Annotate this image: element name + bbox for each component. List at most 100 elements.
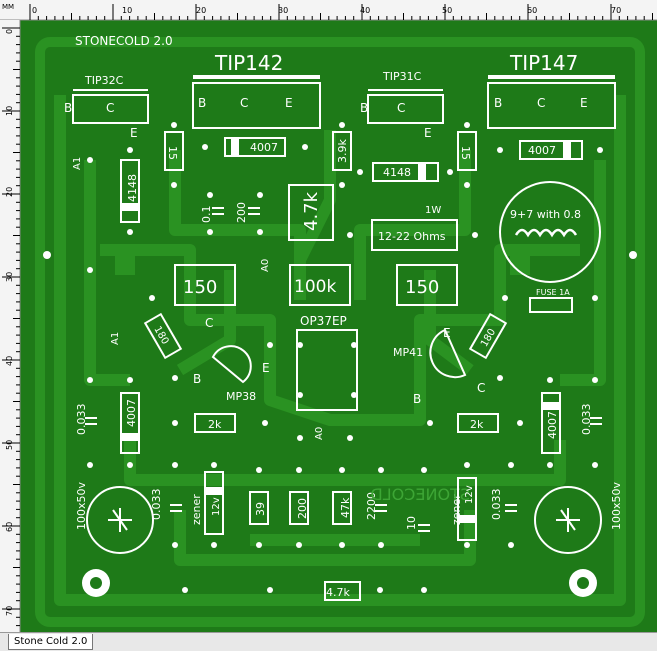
svg-text:70: 70 bbox=[611, 6, 621, 15]
svg-text:30: 30 bbox=[5, 272, 14, 282]
fuse-holder bbox=[529, 297, 573, 313]
svg-text:60: 60 bbox=[5, 522, 14, 532]
label-c0033-left: 0.033 bbox=[75, 404, 88, 436]
svg-text:12v: 12v bbox=[464, 485, 475, 504]
svg-text:200: 200 bbox=[296, 498, 309, 519]
tip147-outline bbox=[487, 82, 616, 129]
sheet-tab[interactable]: Stone Cold 2.0 bbox=[8, 634, 94, 650]
label-zener-left: zener bbox=[190, 494, 203, 525]
svg-text:50: 50 bbox=[5, 440, 14, 450]
svg-text:C: C bbox=[205, 316, 213, 330]
label-c0033-lower-right: 0.033 bbox=[490, 489, 503, 521]
label-a0-low: A0 bbox=[314, 427, 325, 440]
label-1w: 1W bbox=[425, 205, 441, 216]
svg-text:B: B bbox=[64, 101, 72, 115]
label-mp38: MP38 bbox=[226, 390, 256, 403]
sheet-tab-bar: Stone Cold 2.0 bbox=[0, 632, 657, 651]
svg-text:4.7k: 4.7k bbox=[301, 191, 322, 231]
svg-text:E: E bbox=[580, 96, 588, 110]
resistor-3-9k bbox=[332, 131, 352, 171]
resistor-12-22 bbox=[371, 219, 458, 251]
resistor-39 bbox=[249, 491, 269, 525]
svg-text:30: 30 bbox=[278, 6, 288, 15]
svg-text:0: 0 bbox=[32, 6, 37, 15]
resistor-values: 15 3.9k 15 4.7k 12-22 Ohms 2k 2k 39 200 … bbox=[166, 139, 570, 599]
svg-text:20: 20 bbox=[196, 6, 206, 15]
label-c2200: 2200 bbox=[365, 492, 378, 520]
svg-text:FUSE 1A: FUSE 1A bbox=[536, 288, 570, 297]
resistor-200 bbox=[289, 491, 309, 525]
svg-text:15: 15 bbox=[459, 146, 472, 160]
label-c200: 200 bbox=[235, 202, 248, 223]
transistor-pins: B C E B C E B C E B C E C B E E B C bbox=[64, 96, 588, 406]
svg-text:3.9k: 3.9k bbox=[336, 139, 349, 163]
label-c100x50-right: 100x50v bbox=[610, 481, 623, 530]
svg-text:100k: 100k bbox=[294, 277, 336, 297]
svg-text:20: 20 bbox=[5, 187, 14, 197]
tip31c-outline bbox=[367, 94, 444, 124]
label-c100x50-left: 100x50v bbox=[75, 481, 88, 530]
resistor-4-7k-bottom bbox=[324, 581, 361, 601]
label-tip32c: TIP32C bbox=[84, 74, 124, 87]
label-mirror: STONECOLD bbox=[370, 485, 470, 504]
label-a1-mid: A1 bbox=[110, 332, 121, 345]
coil-winding bbox=[514, 228, 578, 238]
svg-text:150: 150 bbox=[405, 277, 439, 298]
svg-text:60: 60 bbox=[527, 6, 537, 15]
resistor-2k-left bbox=[194, 413, 236, 433]
label-c10: 10 bbox=[405, 516, 418, 530]
label-op37: OP37EP bbox=[300, 314, 347, 328]
svg-text:47k: 47k bbox=[339, 497, 352, 518]
svg-text:40: 40 bbox=[5, 356, 14, 366]
svg-text:E: E bbox=[424, 126, 432, 140]
coil-outline bbox=[499, 181, 601, 283]
svg-text:10: 10 bbox=[122, 6, 132, 15]
svg-text:4007: 4007 bbox=[250, 141, 278, 154]
resistor-15-left bbox=[164, 131, 184, 171]
svg-text:50: 50 bbox=[442, 6, 452, 15]
svg-text:C: C bbox=[106, 101, 114, 115]
resistor-2k-right bbox=[457, 413, 499, 433]
copper-fill bbox=[115, 255, 530, 275]
svg-text:39: 39 bbox=[254, 502, 267, 516]
diodes: 4007 4148 4007 4148 4007 4007 12v 12v bbox=[120, 137, 583, 541]
small-transistors bbox=[211, 328, 467, 384]
tip142-outline bbox=[192, 82, 321, 129]
svg-text:4007: 4007 bbox=[528, 144, 556, 157]
svg-text:C: C bbox=[397, 101, 405, 115]
resistor-15-right bbox=[457, 131, 477, 171]
svg-text:12-22 Ohms: 12-22 Ohms bbox=[378, 230, 446, 243]
svg-text:C: C bbox=[477, 381, 485, 395]
resistor-47k bbox=[332, 491, 352, 525]
svg-text:2k: 2k bbox=[470, 418, 484, 431]
tip32c-outline bbox=[72, 94, 149, 124]
label-tip147: TIP147 bbox=[509, 51, 578, 75]
label-c0033-right: 0.033 bbox=[580, 404, 593, 436]
ruler-top: MM 0 10 20 30 40 50 60 70 bbox=[0, 0, 657, 21]
label-tip31c: TIP31C bbox=[382, 70, 422, 83]
svg-text:E: E bbox=[285, 96, 293, 110]
svg-text:B: B bbox=[494, 96, 502, 110]
op37-ic-outline bbox=[296, 329, 358, 411]
trimmers: 150 100k 150 bbox=[174, 264, 458, 306]
svg-text:70: 70 bbox=[5, 606, 14, 616]
svg-text:4148: 4148 bbox=[126, 174, 139, 202]
svg-text:B: B bbox=[198, 96, 206, 110]
resistor-47k-vertical-box bbox=[288, 184, 334, 241]
svg-text:B: B bbox=[413, 392, 421, 406]
svg-text:12v: 12v bbox=[211, 497, 222, 516]
svg-text:E: E bbox=[262, 361, 270, 375]
svg-text:40: 40 bbox=[360, 6, 370, 15]
mounting-holes bbox=[43, 251, 637, 597]
svg-text:2k: 2k bbox=[208, 418, 222, 431]
svg-text:150: 150 bbox=[183, 277, 217, 298]
board-title: STONECOLD 2.0 bbox=[75, 34, 173, 48]
svg-text:4148: 4148 bbox=[383, 166, 411, 179]
svg-text:B: B bbox=[360, 101, 368, 115]
label-c0033-lower-left: 0.033 bbox=[150, 489, 163, 521]
label-a1-top: A1 bbox=[72, 157, 83, 170]
svg-text:4.7k: 4.7k bbox=[326, 586, 350, 599]
label-tip142: TIP142 bbox=[214, 51, 283, 75]
svg-text:4007: 4007 bbox=[125, 399, 138, 427]
